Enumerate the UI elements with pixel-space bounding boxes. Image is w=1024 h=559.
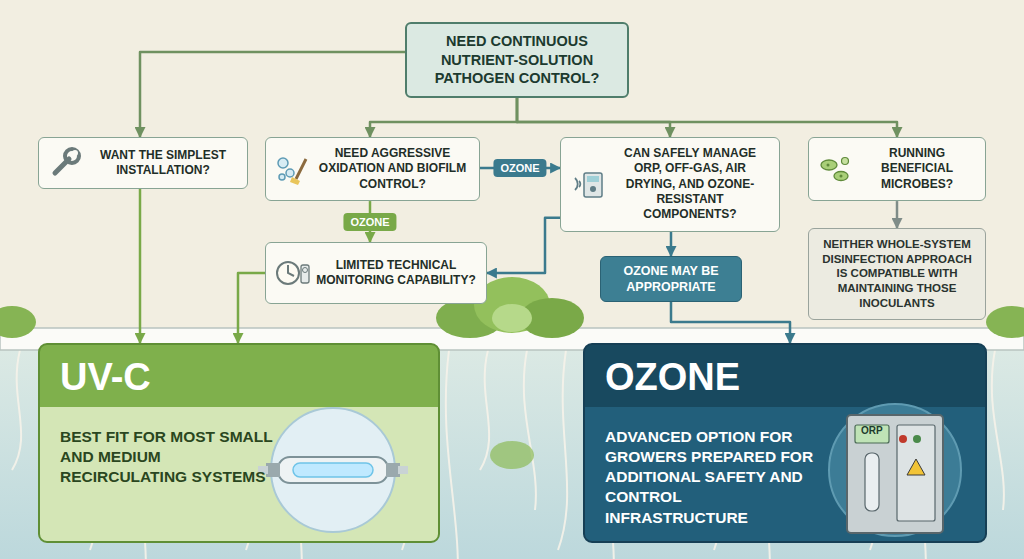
result-box: OZONE MAY BE APPROPRIATE — [600, 256, 742, 302]
edge-label: OZONE — [493, 159, 546, 177]
text-column: RUNNING BENEFICIAL MICROBES? — [859, 146, 975, 192]
root — [480, 350, 489, 470]
text-column: NEITHER WHOLE-SYSTEM DISINFECTION APPROA… — [818, 237, 976, 311]
connector — [671, 302, 790, 343]
box-text: LIMITED TECHNICAL MONITORING CAPABILITY? — [316, 258, 476, 289]
connector — [517, 98, 897, 137]
connector — [139, 189, 142, 343]
connector — [140, 52, 405, 137]
display-label: ORP — [861, 425, 883, 436]
text-column: WANT THE SIMPLEST INSTALLATION? — [89, 148, 237, 179]
note-box: NEITHER WHOLE-SYSTEM DISINFECTION APPROA… — [808, 228, 986, 320]
decision-box: NEED AGGRESSIVE OXIDATION AND BIOFILM CO… — [265, 137, 480, 201]
panel-heading: OZONE — [605, 355, 965, 405]
question-box: NEED CONTINUOUS NUTRIENT-SOLUTION PATHOG… — [405, 22, 629, 98]
text-column: NEED CONTINUOUS NUTRIENT-SOLUTION PATHOG… — [419, 32, 615, 88]
box-text: NEED AGGRESSIVE OXIDATION AND BIOFILM CO… — [316, 146, 469, 192]
root — [524, 350, 536, 510]
text-column: CAN SAFELY MANAGE ORP, OFF-GAS, AIR DRYI… — [611, 146, 769, 223]
panel-heading: UV-C — [60, 355, 418, 405]
root — [992, 350, 1004, 510]
bubbles-icon — [274, 151, 310, 187]
connector — [896, 201, 899, 228]
text-column: NEED AGGRESSIVE OXIDATION AND BIOFILM CO… — [316, 146, 469, 192]
connector — [670, 232, 673, 256]
connector — [517, 98, 670, 137]
box-text: NEITHER WHOLE-SYSTEM DISINFECTION APPROA… — [818, 237, 976, 311]
clock-icon — [274, 255, 310, 291]
decision-box: CAN SAFELY MANAGE ORP, OFF-GAS, AIR DRYI… — [560, 137, 780, 232]
box-text: OZONE MAY BE APPROPRIATE — [609, 263, 733, 295]
text-column: LIMITED TECHNICAL MONITORING CAPABILITY? — [316, 258, 476, 289]
box-text: WANT THE SIMPLEST INSTALLATION? — [89, 148, 237, 179]
root — [12, 350, 21, 470]
decision-box: LIMITED TECHNICAL MONITORING CAPABILITY? — [265, 242, 487, 304]
edge-label: OZONE — [343, 213, 396, 231]
connector — [370, 98, 517, 137]
wrench-icon — [47, 145, 83, 181]
box-text: RUNNING BENEFICIAL MICROBES? — [859, 146, 975, 192]
root — [558, 350, 567, 550]
device-icon — [569, 166, 605, 202]
ozone-generator-illustration — [785, 345, 985, 543]
box-text: NEED CONTINUOUS NUTRIENT-SOLUTION PATHOG… — [419, 32, 615, 88]
connector — [487, 218, 560, 273]
ozone-panel: OZONE ADVANCED OPTION FOR GROWERS PREPARE… — [583, 343, 987, 543]
decision-box: RUNNING BENEFICIAL MICROBES? — [808, 137, 986, 201]
microbes-icon — [817, 151, 853, 187]
uvc-panel: UV-C BEST FIT FOR MOST SMALL AND MEDIUM R… — [38, 343, 440, 543]
root — [446, 350, 458, 559]
panel-body: ADVANCED OPTION FOR GROWERS PREPARED FOR… — [605, 427, 820, 528]
box-text: CAN SAFELY MANAGE ORP, OFF-GAS, AIR DRYI… — [611, 146, 769, 223]
panel-body: BEST FIT FOR MOST SMALL AND MEDIUM RECIR… — [60, 427, 275, 487]
text-column: OZONE MAY BE APPROPRIATE — [609, 263, 733, 295]
connector — [238, 273, 265, 343]
decision-box: WANT THE SIMPLEST INSTALLATION? — [38, 137, 248, 189]
